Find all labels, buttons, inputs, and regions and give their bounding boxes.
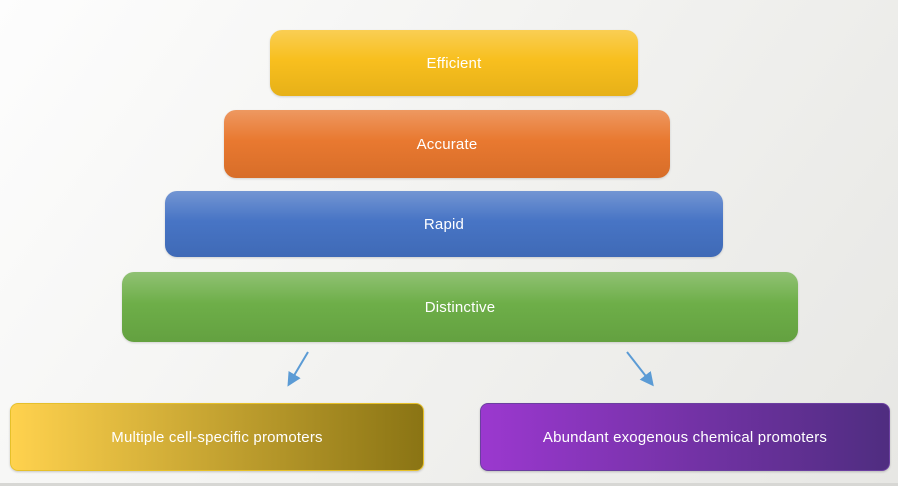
pyramid-level-accurate-label: Accurate (416, 135, 478, 153)
outcome-box-cell-specific-promoters-label: Multiple cell-specific promoters (111, 428, 323, 446)
pyramid-level-accurate: Accurate (224, 110, 670, 178)
pyramid-level-rapid: Rapid (165, 191, 723, 257)
arrow-down-left-icon (287, 351, 309, 387)
outcome-box-cell-specific-promoters: Multiple cell-specific promoters (10, 403, 424, 471)
pyramid-level-distinctive-label: Distinctive (424, 298, 496, 316)
pyramid-level-rapid-label: Rapid (423, 215, 465, 233)
outcome-box-chemical-promoters-label: Abundant exogenous chemical promoters (542, 428, 828, 446)
pyramid-level-efficient: Efficient (270, 30, 638, 96)
arrow-down-right-icon (626, 351, 654, 387)
pyramid-level-distinctive: Distinctive (122, 272, 798, 342)
outcome-box-chemical-promoters: Abundant exogenous chemical promoters (480, 403, 890, 471)
pyramid-level-efficient-label: Efficient (426, 54, 482, 72)
